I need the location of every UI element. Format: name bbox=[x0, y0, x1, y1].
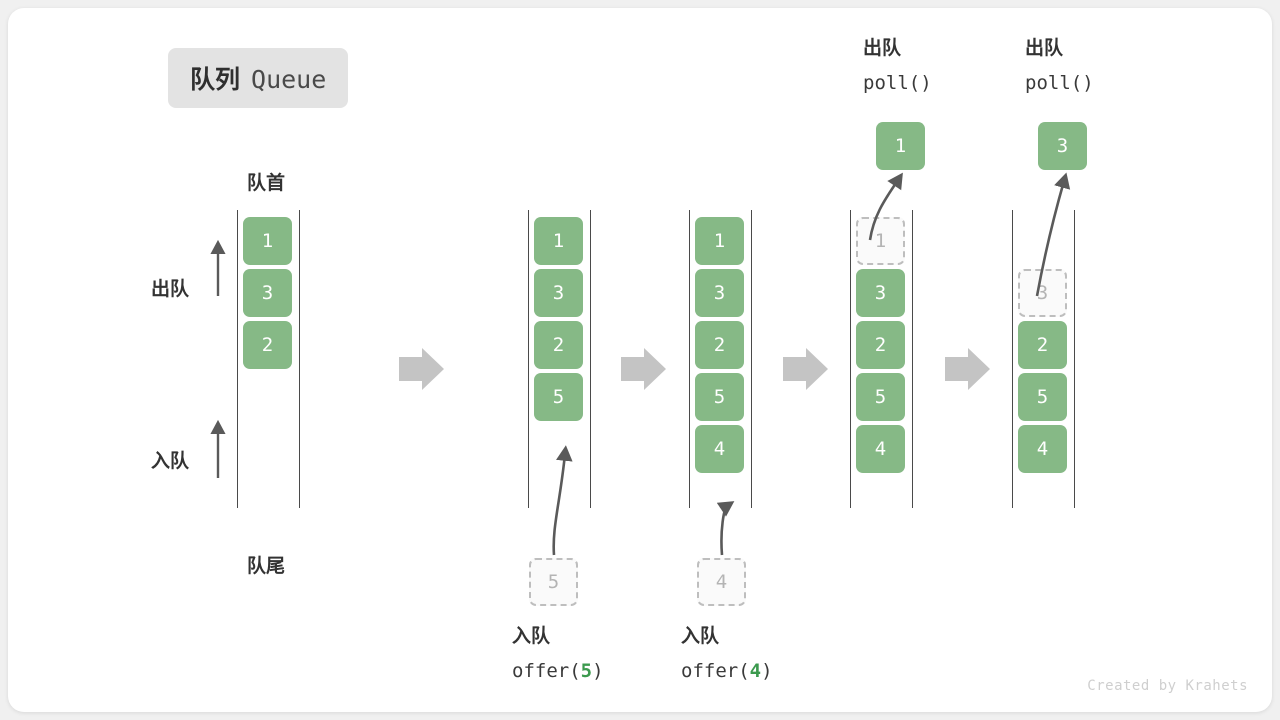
queue-cell: 3 bbox=[856, 269, 905, 317]
dequeue-direction-label: 出队 bbox=[151, 279, 190, 300]
queue-cell: 4 bbox=[695, 425, 744, 473]
code-suffix: ) bbox=[592, 660, 604, 682]
operation-label-poll-1: 出队 poll() bbox=[863, 32, 1003, 100]
operation-label-code: poll() bbox=[1025, 66, 1165, 100]
code-argument: 4 bbox=[749, 660, 762, 682]
step-arrow-3 bbox=[783, 348, 828, 390]
queue-rail-right bbox=[590, 210, 591, 508]
queue-slots: 1 3 2 5 4 bbox=[856, 217, 908, 477]
queue-front-label: 队首 bbox=[247, 173, 286, 194]
title-chinese: 队列 bbox=[190, 66, 241, 94]
queue-rail-right bbox=[299, 210, 300, 508]
queue-cell-empty bbox=[1018, 217, 1067, 265]
queue-cell: 5 bbox=[534, 373, 583, 421]
operation-label-code: poll() bbox=[863, 66, 1003, 100]
code-suffix: ) bbox=[920, 72, 932, 94]
queue-rail-right bbox=[751, 210, 752, 508]
queue-cell: 2 bbox=[856, 321, 905, 369]
operation-label-poll-3: 出队 poll() bbox=[1025, 32, 1165, 100]
queue-cell: 2 bbox=[534, 321, 583, 369]
queue-slots: 1 3 2 5 bbox=[534, 217, 586, 425]
queue-cell: 3 bbox=[243, 269, 292, 317]
queue-cell: 3 bbox=[534, 269, 583, 317]
code-prefix: offer( bbox=[681, 660, 750, 682]
queue-cell-removed: 3 bbox=[1018, 269, 1067, 317]
pending-enqueue-cell: 4 bbox=[697, 558, 746, 606]
operation-label-cn: 出队 bbox=[1025, 38, 1064, 59]
operation-label-cn: 入队 bbox=[681, 626, 720, 647]
queue-cell: 4 bbox=[856, 425, 905, 473]
code-suffix: ) bbox=[1082, 72, 1094, 94]
queue-column-offer-5: 1 3 2 5 bbox=[528, 210, 592, 524]
queue-rail-left bbox=[1012, 210, 1013, 508]
code-prefix: poll( bbox=[863, 72, 921, 94]
step-arrow-2 bbox=[621, 348, 666, 390]
queue-slots: 1 3 2 5 4 bbox=[695, 217, 747, 477]
title-english: Queue bbox=[251, 65, 327, 94]
queue-slots: 3 2 5 4 bbox=[1018, 217, 1070, 477]
queue-rail-left bbox=[850, 210, 851, 508]
operation-label-code: offer(4) bbox=[681, 654, 821, 688]
queue-rail-left bbox=[528, 210, 529, 508]
queue-column-poll-3: 3 2 5 4 bbox=[1012, 210, 1076, 524]
operation-label-offer-5: 入队 offer(5) bbox=[512, 620, 652, 688]
pending-enqueue-cell: 5 bbox=[529, 558, 578, 606]
queue-column-offer-4: 1 3 2 5 4 bbox=[689, 210, 753, 524]
queue-column-poll-1: 1 3 2 5 4 bbox=[850, 210, 914, 524]
diagram-title-badge: 队列 Queue bbox=[168, 48, 349, 108]
queue-cell: 1 bbox=[695, 217, 744, 265]
credit-text: Created by Krahets bbox=[1087, 678, 1248, 694]
queue-cell: 5 bbox=[856, 373, 905, 421]
queue-rail-left bbox=[689, 210, 690, 508]
enqueue-direction-label: 入队 bbox=[151, 451, 190, 472]
step-arrow-4 bbox=[945, 348, 990, 390]
diagram-stage: 队列 Queue 队首 队尾 出队 入队 1 3 2 1 3 2 bbox=[8, 8, 1272, 712]
queue-rail-left bbox=[237, 210, 238, 508]
code-prefix: poll( bbox=[1025, 72, 1083, 94]
operation-label-code: offer(5) bbox=[512, 654, 652, 688]
code-argument: 5 bbox=[580, 660, 593, 682]
popped-cell: 3 bbox=[1038, 122, 1087, 170]
operation-label-cn: 出队 bbox=[863, 38, 902, 59]
code-prefix: offer( bbox=[512, 660, 581, 682]
queue-rail-right bbox=[1074, 210, 1075, 508]
popped-cell: 1 bbox=[876, 122, 925, 170]
queue-cell: 3 bbox=[695, 269, 744, 317]
code-suffix: ) bbox=[761, 660, 773, 682]
queue-cell: 5 bbox=[695, 373, 744, 421]
diagram-card: 队列 Queue 队首 队尾 出队 入队 1 3 2 1 3 2 bbox=[8, 8, 1272, 712]
queue-rear-label: 队尾 bbox=[247, 556, 286, 577]
step-arrow-1 bbox=[399, 348, 444, 390]
queue-cell: 5 bbox=[1018, 373, 1067, 421]
operation-label-offer-4: 入队 offer(4) bbox=[681, 620, 821, 688]
queue-cell: 2 bbox=[695, 321, 744, 369]
queue-cell: 2 bbox=[243, 321, 292, 369]
queue-cell: 1 bbox=[243, 217, 292, 265]
queue-slots: 1 3 2 bbox=[243, 217, 295, 373]
queue-column-initial: 1 3 2 bbox=[237, 210, 301, 524]
queue-rail-right bbox=[912, 210, 913, 508]
diagram-arrows-layer bbox=[210, 172, 1071, 556]
queue-cell-removed: 1 bbox=[856, 217, 905, 265]
queue-cell: 4 bbox=[1018, 425, 1067, 473]
operation-label-cn: 入队 bbox=[512, 626, 551, 647]
queue-cell: 1 bbox=[534, 217, 583, 265]
queue-cell: 2 bbox=[1018, 321, 1067, 369]
